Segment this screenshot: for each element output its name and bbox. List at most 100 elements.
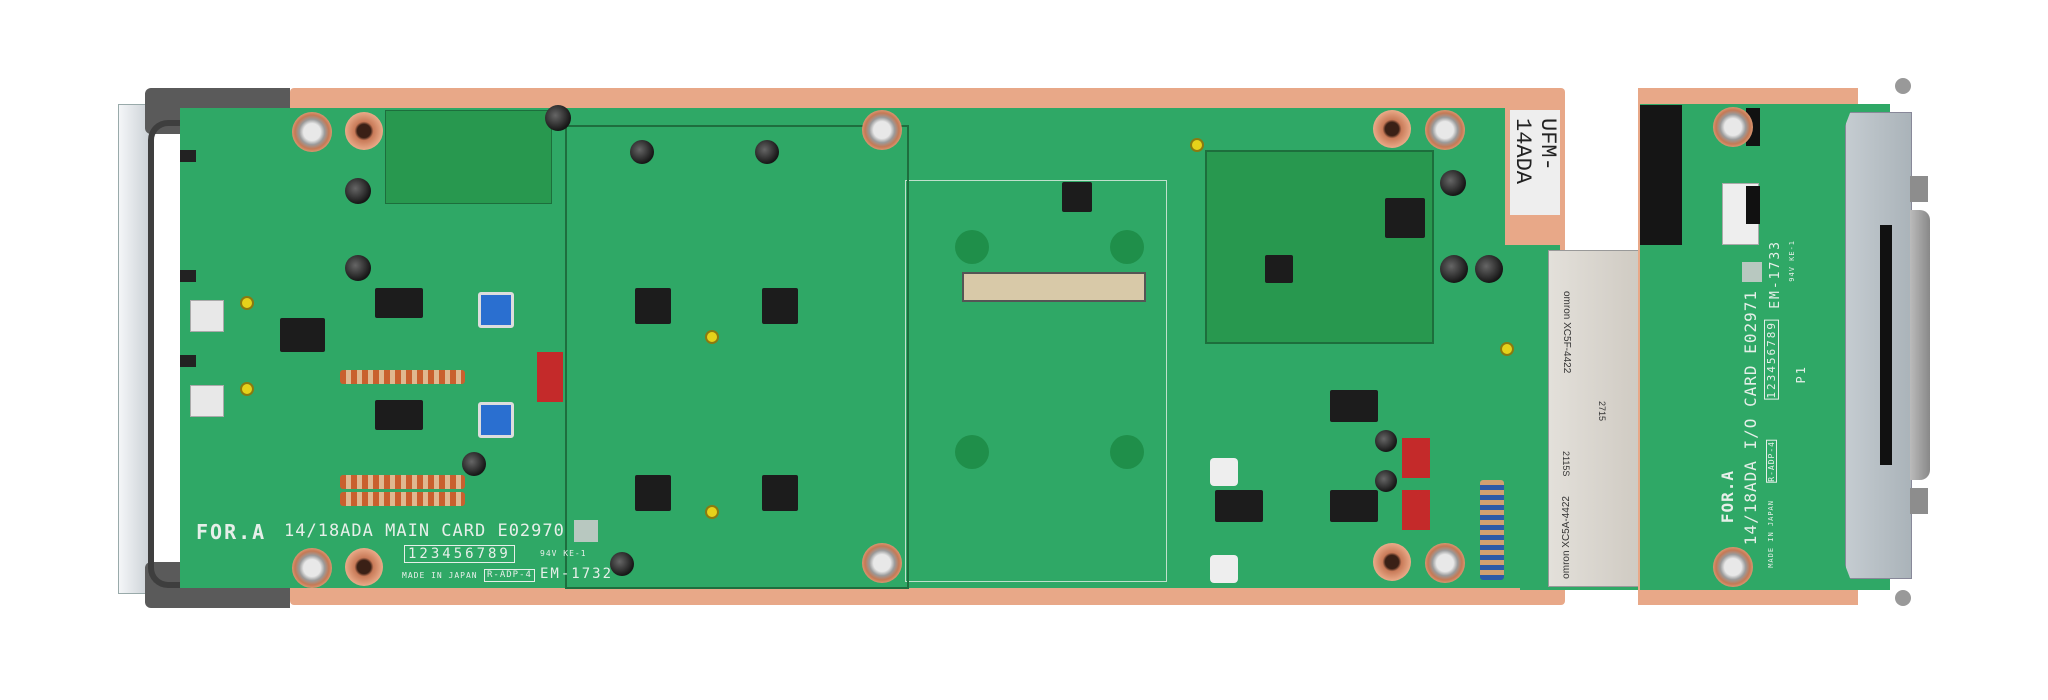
resistor-row — [340, 492, 465, 506]
white-header — [190, 300, 224, 332]
module-label-sticker: UFM-14ADA — [1510, 110, 1560, 215]
ic-chip — [280, 318, 325, 352]
ic-chip — [1215, 490, 1263, 522]
connector-code-1: 2715 — [1597, 401, 1607, 422]
ic-chip — [762, 288, 798, 324]
pad-hole — [1110, 435, 1144, 469]
connector-upper-label: omron XC5F-4422 — [1561, 291, 1572, 374]
capacitor — [462, 452, 486, 476]
io-card-header-connector — [1640, 105, 1682, 245]
fpc-connector — [962, 272, 1146, 302]
mounting-screw — [862, 543, 902, 583]
backplane-connector: omron XC5F-4422 2715 2115S omron XC5A-44… — [1548, 250, 1642, 587]
io-card-made-in: MADE IN JAPAN — [1767, 500, 1775, 568]
test-point — [705, 330, 719, 344]
ic-chip — [1385, 198, 1425, 238]
resistor-row — [340, 475, 465, 489]
front-panel-strip — [118, 104, 152, 594]
ic-chip — [1062, 182, 1092, 212]
mounting-screw — [292, 112, 332, 152]
test-point — [240, 382, 254, 396]
led — [180, 150, 196, 162]
capacitor — [345, 255, 371, 281]
connector-lower-label: omron XC5A-4422 — [1561, 496, 1572, 579]
bracket-frame — [148, 120, 184, 588]
capacitor — [610, 552, 634, 576]
trim-potentiometer — [1210, 458, 1238, 486]
capacitor — [1440, 170, 1466, 196]
mounting-screw — [1425, 110, 1465, 150]
module-label-text: UFM-14ADA — [1510, 118, 1560, 185]
dip-switch — [537, 352, 563, 402]
capacitor — [1375, 430, 1397, 452]
capacitor — [345, 178, 371, 204]
mounting-screw — [1713, 547, 1753, 587]
io-card-revision-boxes: 123456789 — [1764, 320, 1779, 400]
io-card-connector-ref: P1 — [1794, 365, 1808, 384]
ic-chip — [1330, 390, 1378, 422]
mounting-screw — [292, 548, 332, 588]
pad-hole — [955, 230, 989, 264]
trim-potentiometer — [1210, 555, 1238, 583]
mounting-hole — [345, 112, 383, 150]
dsub-connector-shell — [1910, 210, 1930, 480]
ic-chip — [635, 475, 671, 511]
main-card-adp-code: R-ADP-4 — [484, 569, 535, 582]
mounting-screw — [1713, 107, 1753, 147]
led — [180, 270, 196, 282]
power-daughterboard — [1205, 150, 1434, 344]
mounting-hole — [345, 548, 383, 586]
dsub-slot — [1880, 225, 1892, 465]
test-point — [705, 505, 719, 519]
io-card-ul-mark: 94V KE-1 — [1788, 240, 1796, 282]
test-point — [1190, 138, 1204, 152]
pad-hole — [955, 435, 989, 469]
main-card-logo: FOR.A — [196, 520, 267, 544]
capacitor — [1375, 470, 1397, 492]
capacitor — [755, 140, 779, 164]
main-card-revision-boxes: 123456789 — [404, 545, 515, 563]
ic-chip — [1265, 255, 1293, 283]
thumb-screw — [1895, 590, 1911, 606]
jumper-header — [1746, 186, 1760, 224]
mounting-screw — [862, 110, 902, 150]
mounting-hole — [1373, 110, 1411, 148]
ic-chip — [1330, 490, 1378, 522]
pad-hole — [1110, 230, 1144, 264]
io-card-blank-label — [1742, 262, 1762, 282]
ic-chip — [635, 288, 671, 324]
small-daughterboard — [385, 110, 552, 204]
blank-label-area — [574, 520, 598, 542]
mounting-hole — [1373, 543, 1411, 581]
main-card-made-in: MADE IN JAPAN — [402, 571, 478, 580]
capacitor — [630, 140, 654, 164]
resistor-column — [1480, 480, 1504, 580]
ic-chip — [762, 475, 798, 511]
io-card-em-code: EM-1733 — [1768, 240, 1783, 309]
test-point — [240, 296, 254, 310]
led — [180, 355, 196, 367]
io-card-logo: FOR.A — [1718, 470, 1737, 524]
mounting-screw — [1425, 543, 1465, 583]
main-card-title: 14/18ADA MAIN CARD E02970 — [284, 521, 565, 541]
resistor-row — [340, 370, 465, 384]
standoff — [1910, 176, 1928, 202]
main-card-em-code: EM-1732 — [540, 566, 614, 582]
ic-chip — [375, 288, 423, 318]
connector-code-2: 2115S — [1561, 451, 1571, 477]
test-point — [1500, 342, 1514, 356]
standoff — [1910, 488, 1928, 514]
white-header — [190, 385, 224, 417]
metal-shield-plate — [1845, 112, 1912, 579]
ic-chip — [375, 400, 423, 430]
capacitor — [1475, 255, 1503, 283]
trim-potentiometer — [478, 402, 514, 438]
trim-potentiometer — [478, 292, 514, 328]
capacitor — [545, 105, 571, 131]
dip-switch — [1402, 438, 1430, 478]
analog-section-outline — [565, 125, 909, 589]
dip-switch — [1402, 490, 1430, 530]
io-card-adp-code: R-ADP-4 — [1766, 440, 1777, 483]
io-card-title: 14/18ADA I/O CARD E02971 — [1741, 290, 1760, 546]
thumb-screw — [1895, 78, 1911, 94]
